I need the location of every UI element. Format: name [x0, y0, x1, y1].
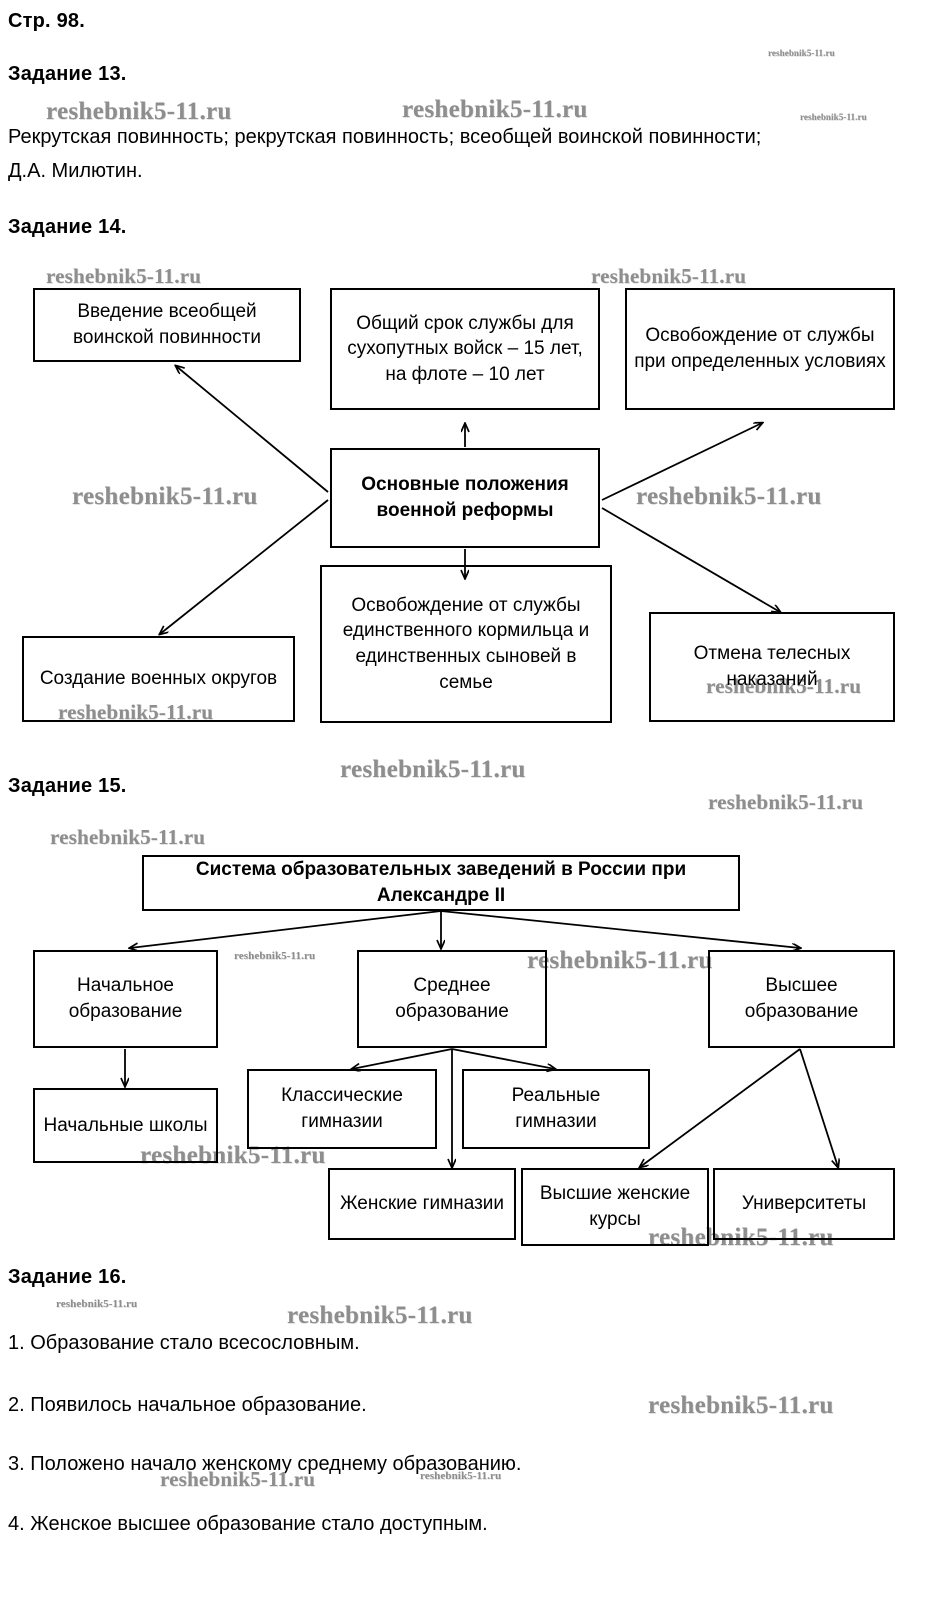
- flow-box-center-military-reform: Основные положения военной реформы: [330, 448, 600, 548]
- flow-box-label: Общий срок службы для сухопутных войск –…: [347, 312, 583, 385]
- flow-box-label: Создание военных округов: [39, 668, 278, 690]
- flow-box-label: Основные положения военной реформы: [361, 474, 569, 521]
- flow-box-label: Женские гимназии: [339, 1193, 505, 1215]
- task-16-heading: Задание 16.: [8, 1266, 127, 1288]
- flow-box-label: Отмена телесных наказаний: [693, 643, 851, 690]
- watermark: reshebnik5-11.ru: [234, 950, 316, 962]
- flow-box-label: Освобождение от службы единственного кор…: [342, 594, 590, 693]
- flow-box-vysshie-zhenskie-kursy: Высшие женские курсы: [521, 1168, 709, 1246]
- watermark: reshebnik5-11.ru: [46, 98, 232, 125]
- watermark: reshebnik5-11.ru: [636, 483, 822, 510]
- task-13-line-2: Д.А. Милютин.: [8, 160, 143, 182]
- watermark: reshebnik5-11.ru: [648, 1392, 834, 1419]
- flow-box-label: Университеты: [741, 1193, 867, 1215]
- flow-box-voennye-okruga: Создание военных округов: [22, 636, 295, 722]
- watermark: reshebnik5-11.ru: [527, 947, 713, 974]
- flow-box-label: Начальные школы: [43, 1114, 208, 1136]
- flow-box-otmena-nakazanij: Отмена телесных наказаний: [649, 612, 895, 722]
- watermark: reshebnik5-11.ru: [50, 825, 206, 849]
- watermark: reshebnik5-11.ru: [287, 1302, 473, 1329]
- watermark: reshebnik5-11.ru: [768, 48, 835, 58]
- watermark: reshebnik5-11.ru: [56, 1298, 138, 1310]
- watermark: reshebnik5-11.ru: [591, 264, 747, 288]
- task-16-item-3: 3. Положено начало женскому среднему обр…: [8, 1453, 522, 1475]
- task-16-item-1: 1. Образование стало всесословным.: [8, 1332, 360, 1354]
- flow-box-label: Классические гимназии: [281, 1085, 403, 1132]
- watermark: reshebnik5-11.ru: [340, 756, 526, 783]
- task-14-heading: Задание 14.: [8, 216, 127, 238]
- page-label: Стр. 98.: [8, 10, 85, 32]
- watermark: reshebnik5-11.ru: [46, 264, 202, 288]
- watermark: reshebnik5-11.ru: [72, 483, 258, 510]
- flow-box-label: Начальное образование: [68, 975, 183, 1022]
- watermark: reshebnik5-11.ru: [402, 96, 588, 123]
- flow-box-nachalnye-shkoly: Начальные школы: [33, 1088, 218, 1163]
- flow-box-label: Высшие женские курсы: [539, 1183, 691, 1230]
- flow-box-label: Освобождение от службы при определенных …: [634, 325, 886, 372]
- flow-box-vysshee-obrazovanie: Высшее образование: [708, 950, 895, 1048]
- flow-box-education-system-title: Система образовательных заведений в Росс…: [142, 855, 740, 911]
- flow-box-label: Высшее образование: [744, 975, 859, 1022]
- watermark: reshebnik5-11.ru: [708, 790, 864, 814]
- task-13-line-1: Рекрутская повинность; рекрутская повинн…: [8, 126, 762, 148]
- flow-box-klassicheskie-gimnazii: Классические гимназии: [247, 1069, 437, 1149]
- flow-box-vseobshchaya-povinnost: Введение всеобщей воинской повинности: [33, 288, 301, 362]
- flow-box-nachalnoe-obrazovanie: Начальное образование: [33, 950, 218, 1048]
- task-13-heading: Задание 13.: [8, 63, 127, 85]
- flow-box-label: Введение всеобщей воинской повинности: [73, 301, 261, 348]
- flow-box-label: Реальные гимназии: [511, 1085, 601, 1132]
- flow-box-realnye-gimnazii: Реальные гимназии: [462, 1069, 650, 1149]
- flow-box-label: Среднее образование: [395, 975, 509, 1022]
- task-15-heading: Задание 15.: [8, 775, 127, 797]
- flow-box-osvobozhdenie-kormilets: Освобождение от службы единственного кор…: [320, 565, 612, 723]
- flow-box-label: Система образовательных заведений в Росс…: [195, 859, 687, 906]
- flow-box-zhenskie-gimnazii: Женские гимназии: [328, 1168, 516, 1240]
- task-16-item-4: 4. Женское высшее образование стало дост…: [8, 1513, 488, 1535]
- flow-box-osvobozhdenie-usloviya: Освобождение от службы при определенных …: [625, 288, 895, 410]
- flow-box-srok-sluzhby: Общий срок службы для сухопутных войск –…: [330, 288, 600, 410]
- task-16-item-2: 2. Появилось начальное образование.: [8, 1394, 367, 1416]
- flow-box-universitety: Университеты: [713, 1168, 895, 1240]
- watermark: reshebnik5-11.ru: [800, 112, 867, 122]
- flow-box-srednee-obrazovanie: Среднее образование: [357, 950, 547, 1048]
